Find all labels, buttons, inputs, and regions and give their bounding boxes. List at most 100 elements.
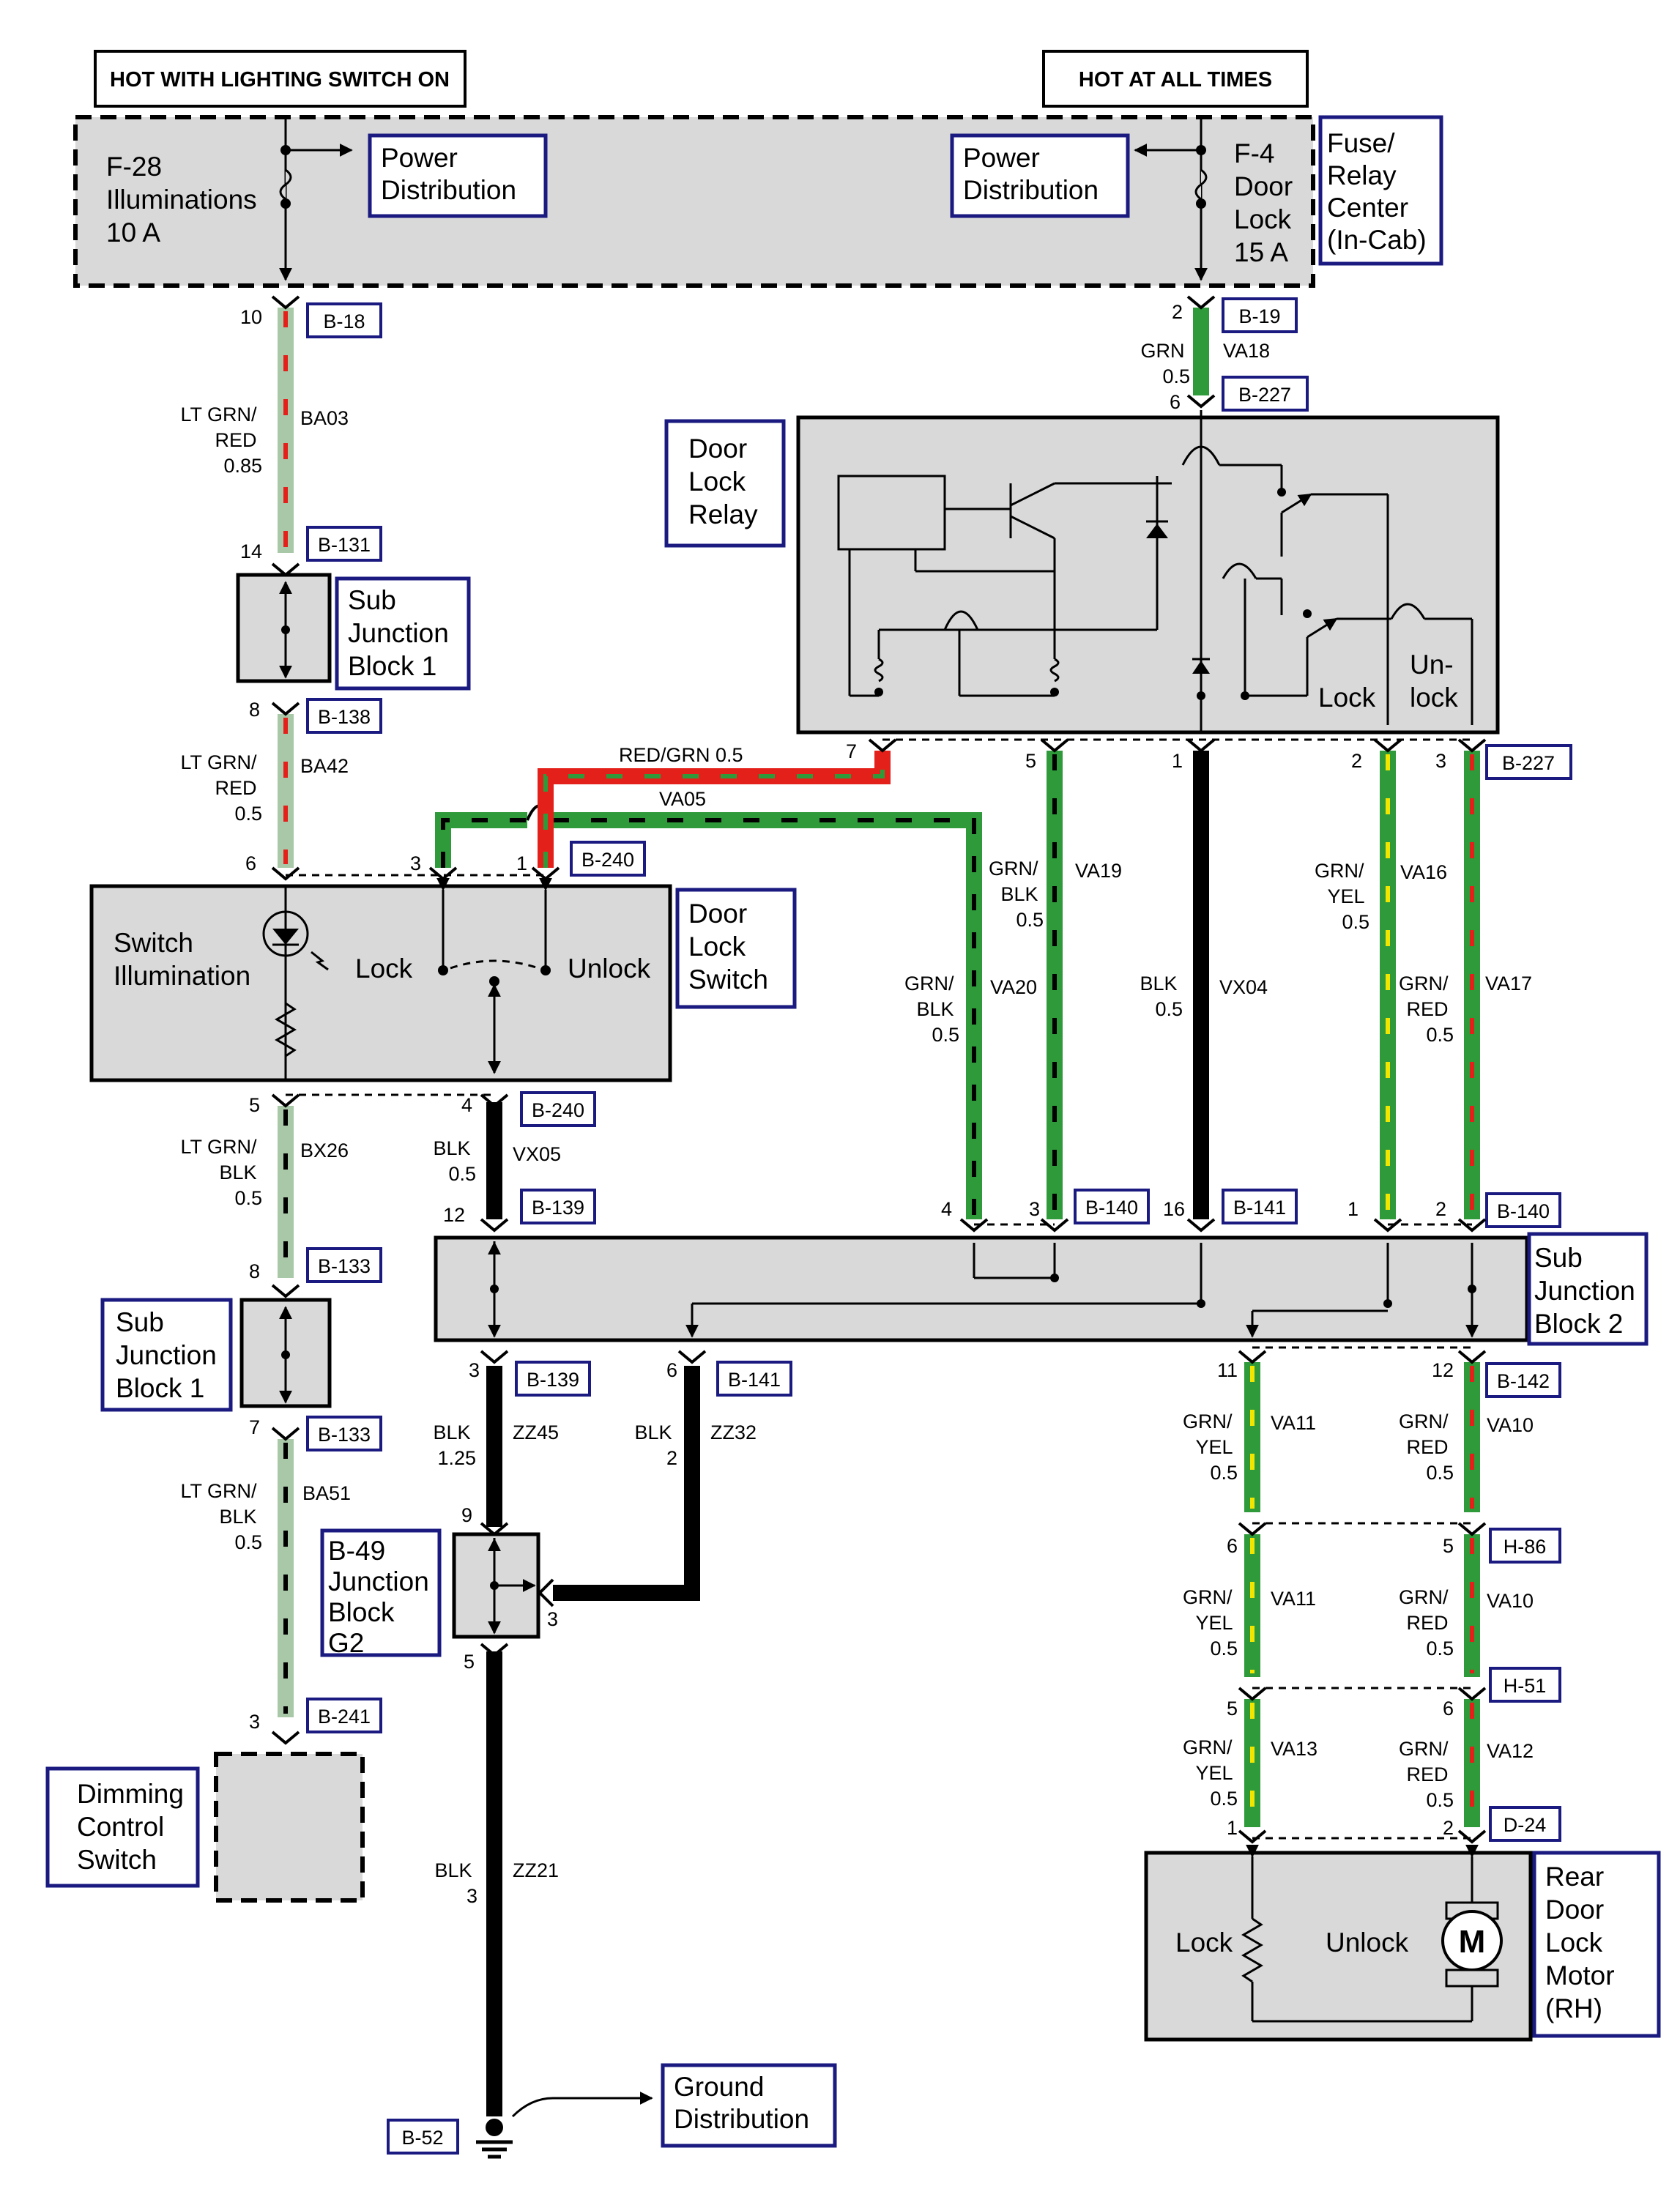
- conn-b131: B-131: [318, 534, 371, 556]
- pin-4-sjb2: 4: [941, 1198, 952, 1220]
- ground-distribution-label-box: [661, 2063, 837, 2148]
- conn-b18: B-18: [323, 311, 365, 332]
- conn-b140-left-box: [1074, 1189, 1150, 1224]
- conn-b141-bottom-box: [716, 1361, 792, 1397]
- conn-b52: B-52: [401, 2127, 443, 2149]
- conn-h51: H-51: [1504, 1675, 1547, 1697]
- conn-b133-top-box: [306, 1247, 382, 1283]
- fuse-f4-label: F-4 Door Lock 15 A: [1234, 138, 1300, 267]
- conn-h86-box: [1489, 1528, 1561, 1564]
- switch-lock-label: Lock: [355, 953, 413, 984]
- wire-va16-code: VA16: [1400, 861, 1447, 883]
- door-lock-relay-label: Door Lock Relay: [688, 434, 758, 529]
- wire-ba51-code: BA51: [302, 1482, 351, 1504]
- conn-h86: H-86: [1504, 1536, 1547, 1558]
- wire-vx05-color: BLK 0.5: [433, 1137, 476, 1185]
- conn-b138: B-138: [318, 706, 371, 728]
- pin-3-switch: 3: [410, 852, 421, 874]
- wire-zz45-code: ZZ45: [513, 1421, 559, 1443]
- dimming-control-switch-label: Dimming Control Switch: [77, 1779, 191, 1875]
- pin-3-b139: 3: [469, 1359, 480, 1381]
- wire-va10a-color: GRN/ RED 0.5: [1399, 1410, 1454, 1484]
- wire-va19-color: GRN/ BLK 0.5: [989, 858, 1044, 931]
- pin-3-sjb2: 3: [1029, 1198, 1040, 1220]
- switch-unlock-label: Unlock: [568, 953, 651, 984]
- sub-junction-1-bottom-label-box: [100, 1298, 233, 1412]
- wire-vx04-color: BLK 0.5: [1140, 973, 1183, 1020]
- conn-b140-right-box: [1485, 1192, 1561, 1228]
- wire-va10b-color: GRN/ RED 0.5: [1399, 1586, 1454, 1659]
- pin-3-dimming: 3: [249, 1711, 260, 1733]
- conn-b52-box: [387, 2119, 459, 2155]
- relay-unlock-label: Un- lock: [1410, 650, 1461, 713]
- wire-zz45-color: BLK 1.25: [433, 1421, 476, 1469]
- pin-5-g2: 5: [464, 1651, 475, 1673]
- conn-h51-box: [1489, 1667, 1561, 1703]
- dimming-control-switch-label-box: [45, 1766, 200, 1888]
- conn-b133-top: B-133: [318, 1255, 371, 1277]
- dimming-control-switch-box: [214, 1752, 365, 1903]
- conn-b139-top: B-139: [532, 1197, 584, 1219]
- pin-6-switch: 6: [245, 852, 256, 874]
- wire-va12-color: GRN/ RED 0.5: [1399, 1738, 1454, 1811]
- wire-vx05-code: VX05: [513, 1143, 561, 1165]
- wire-va20-code: VA20: [990, 976, 1037, 998]
- conn-b139-bottom-box: [515, 1361, 591, 1397]
- wire-va19-code: VA19: [1075, 860, 1122, 882]
- conn-b142: B-142: [1497, 1370, 1550, 1392]
- fuse-f4-symbol: [1134, 117, 1208, 281]
- wire-bx26-code: BX26: [300, 1140, 349, 1161]
- wire-va18-code: VA18: [1223, 340, 1270, 362]
- conn-b133-bottom-box: [306, 1416, 382, 1451]
- pin-6-h86: 6: [1227, 1535, 1238, 1557]
- wire-va13-code: VA13: [1271, 1738, 1317, 1760]
- wire-ba42-color: LT GRN/ RED 0.5: [180, 751, 262, 825]
- conn-b131-box: [306, 526, 382, 562]
- wire-zz32-color: BLK 2: [634, 1421, 677, 1469]
- conn-b240-top: B-240: [581, 849, 634, 871]
- header-left: HOT WITH LIGHTING SWITCH ON: [110, 68, 450, 92]
- header-right: HOT AT ALL TIMES: [1079, 68, 1272, 92]
- pin-7-relay: 7: [846, 740, 857, 762]
- wire-va20-color: GRN/ BLK 0.5: [904, 973, 959, 1046]
- motor-internal: [1241, 1844, 1503, 2023]
- wire-va13-color: GRN/ YEL 0.5: [1183, 1736, 1238, 1810]
- pin-5-bx26: 5: [249, 1094, 260, 1116]
- pin-5-h86: 5: [1443, 1535, 1454, 1557]
- header-left-box: [94, 50, 467, 108]
- wire-va11b-color: GRN/ YEL 0.5: [1183, 1586, 1238, 1659]
- wire-va05: [435, 804, 982, 1219]
- switch-illumination-label: Switch Illumination: [114, 928, 250, 991]
- conn-b142-box: [1485, 1362, 1561, 1398]
- pin-12-sjb2: 12: [443, 1204, 465, 1226]
- pin-2-sjb2: 2: [1435, 1198, 1446, 1220]
- wire-bx26-color: LT GRN/ BLK 0.5: [180, 1136, 262, 1209]
- wire-va17-code: VA17: [1485, 973, 1532, 995]
- conn-b138-box: [306, 698, 382, 734]
- conn-b141-top-box: [1222, 1189, 1298, 1224]
- rear-door-lock-motor-label: Rear Door Lock Motor (RH): [1545, 1862, 1622, 2023]
- pin-9-g2: 9: [461, 1504, 472, 1526]
- wire-va17-color: GRN/ RED 0.5: [1399, 973, 1454, 1046]
- conn-b241-box: [306, 1698, 382, 1733]
- wire-red-grn-label: RED/GRN 0.5: [619, 744, 743, 766]
- pin-2-relay: 2: [1351, 750, 1362, 772]
- pin-3-relay: 3: [1435, 750, 1446, 772]
- conn-b240-bottom-box: [520, 1091, 596, 1127]
- relay-internal-circuit: [837, 410, 1473, 732]
- door-lock-switch-label-box: [675, 888, 797, 1009]
- pin-6-h51: 6: [1443, 1698, 1454, 1720]
- conn-b227-right: B-227: [1502, 752, 1555, 774]
- pin-2-d24: 2: [1443, 1817, 1454, 1839]
- pin-2-b19: 2: [1172, 301, 1183, 323]
- pin-6-b141: 6: [666, 1359, 677, 1381]
- conn-d24-box: [1489, 1806, 1561, 1842]
- pin-1-switch: 1: [516, 852, 527, 874]
- pin-11-sjb2: 11: [1217, 1359, 1238, 1381]
- fuse-f28-symbol: [279, 117, 353, 281]
- pin-5-relay: 5: [1025, 750, 1036, 772]
- pin-8-top: 8: [249, 699, 260, 721]
- relay-lock-label: Lock: [1318, 683, 1376, 713]
- fuse-f28-label: F-28 Illuminations 10 A: [106, 152, 264, 248]
